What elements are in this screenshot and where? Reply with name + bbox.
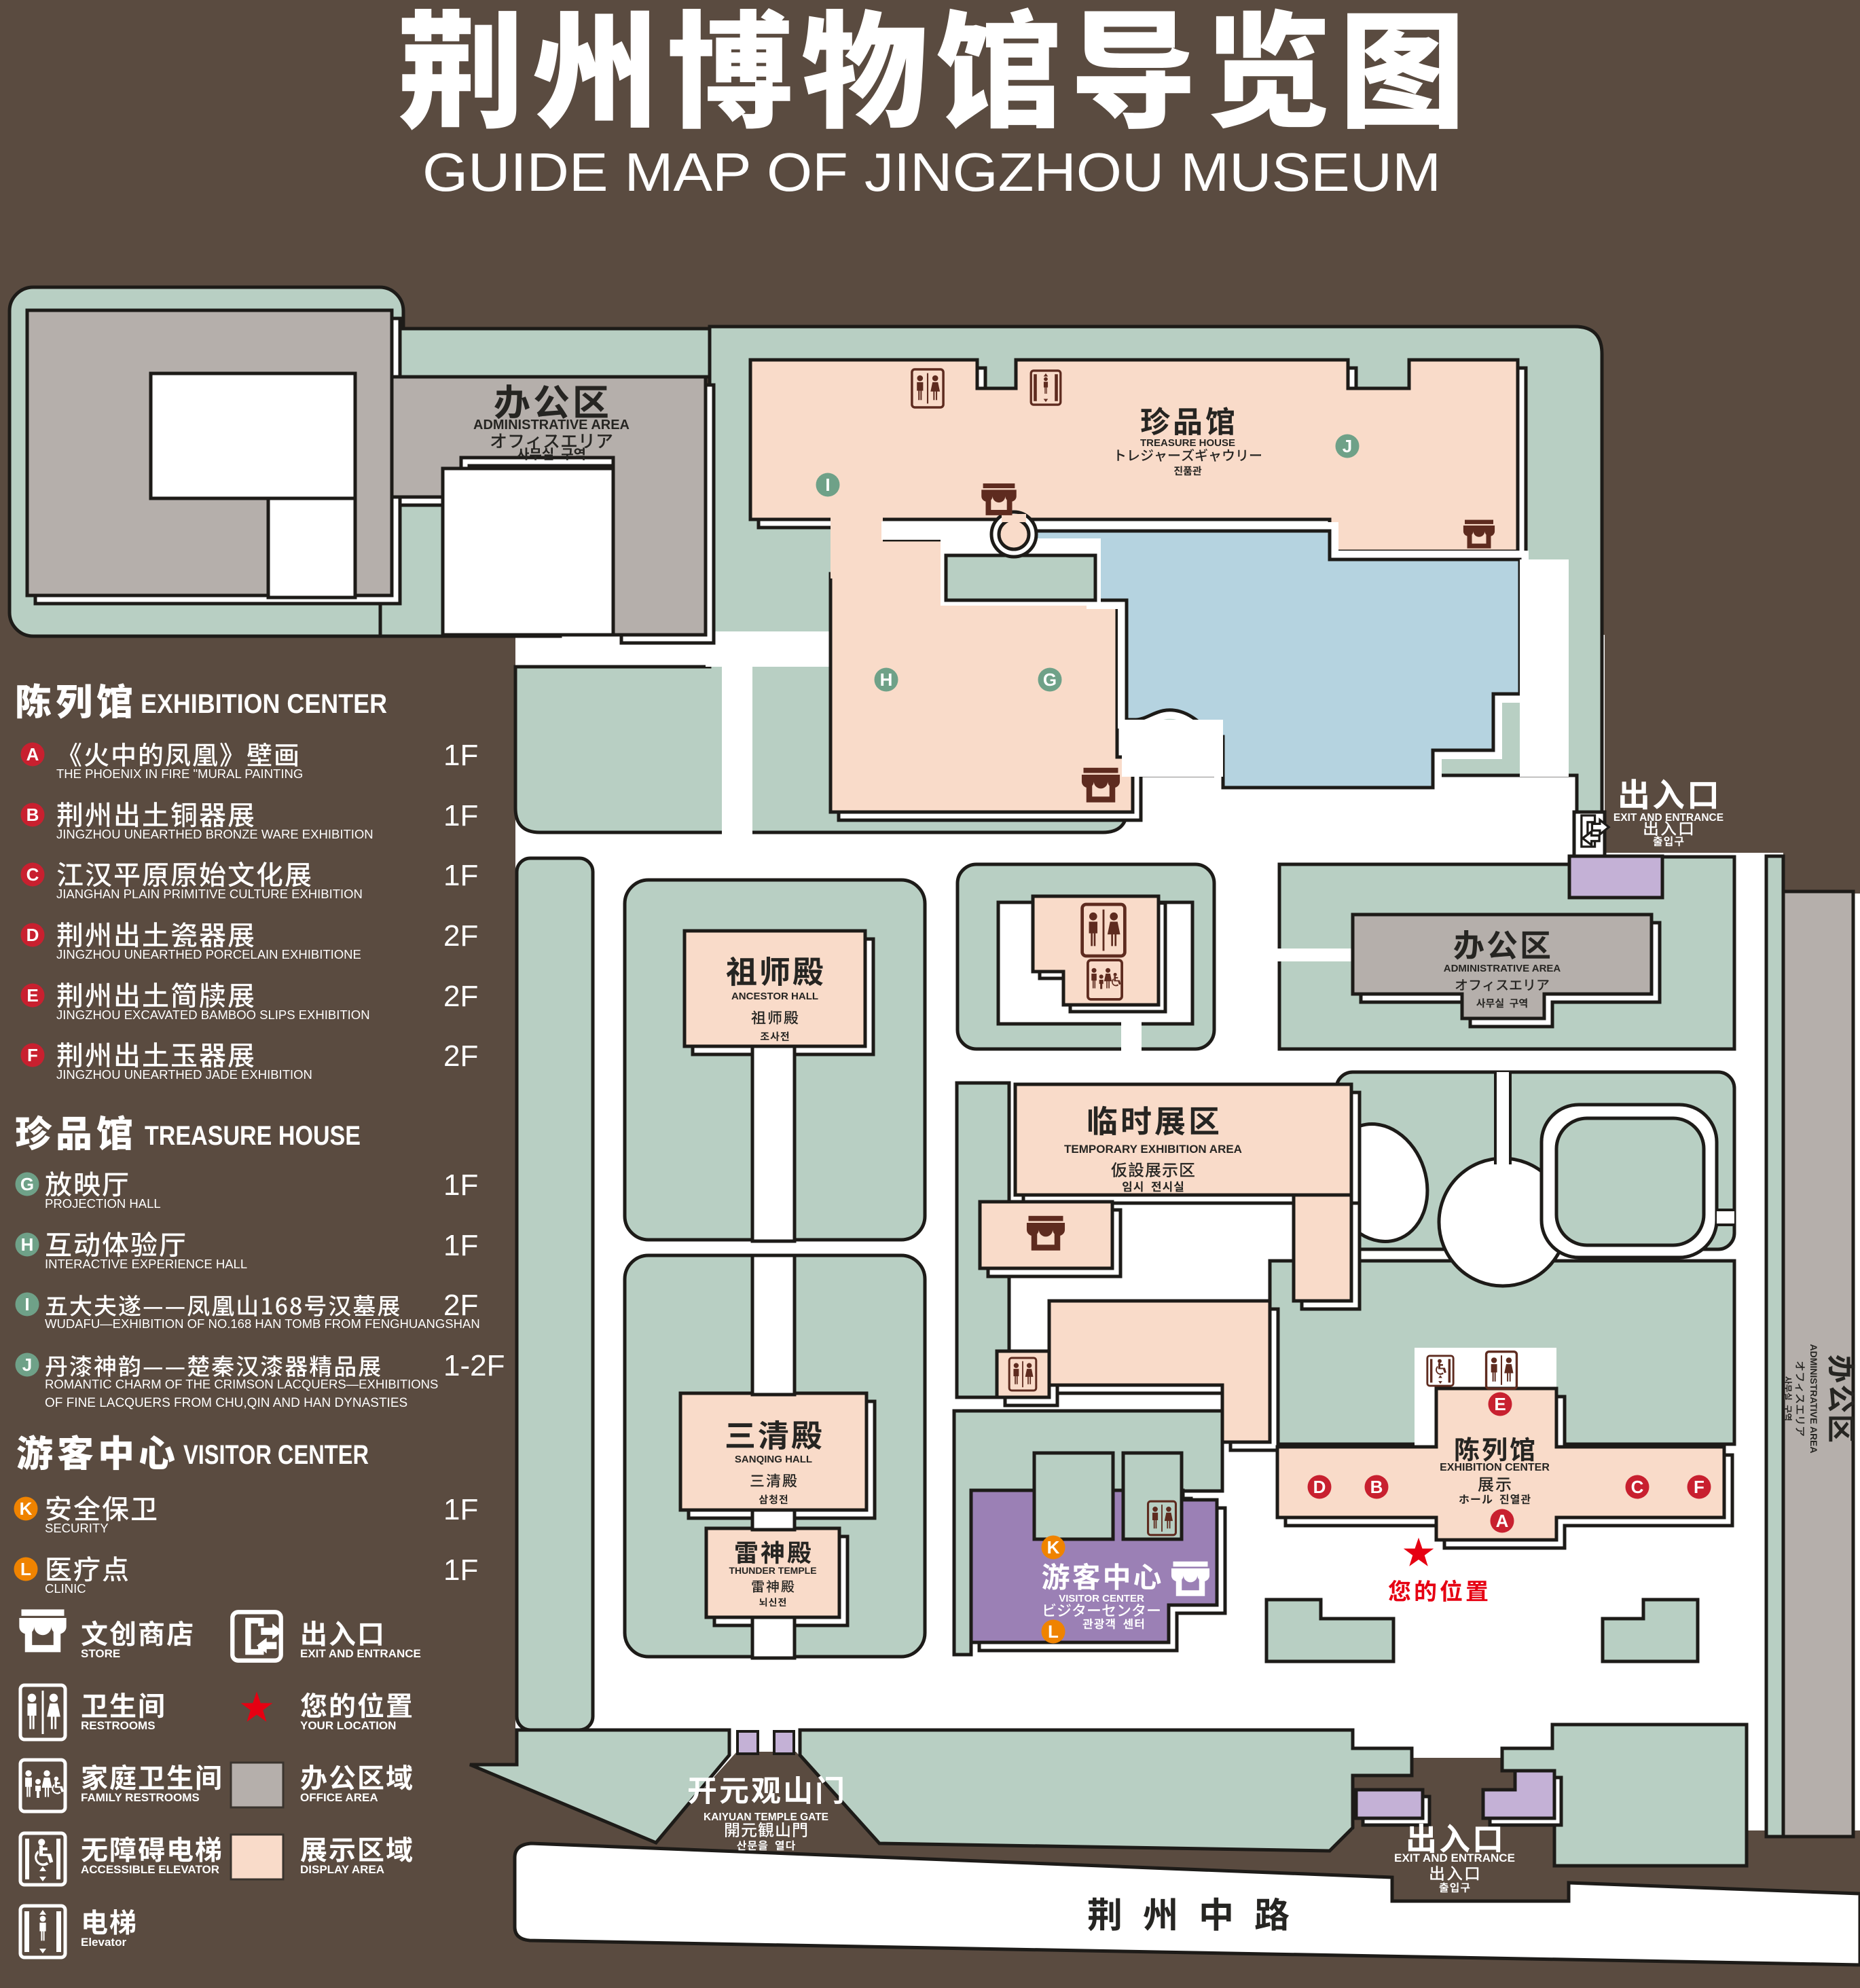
svg-text:VISITOR CENTER: VISITOR CENTER — [1059, 1593, 1144, 1604]
svg-text:WUDAFU—EXHIBITION OF NO.168 HA: WUDAFU—EXHIBITION OF NO.168 HAN TOMB FRO… — [45, 1317, 480, 1331]
svg-text:I: I — [24, 1294, 29, 1314]
svg-text:2F: 2F — [443, 1039, 478, 1073]
svg-text:1F: 1F — [443, 799, 478, 832]
svg-text:L: L — [20, 1559, 31, 1579]
svg-text:J: J — [22, 1355, 32, 1375]
svg-text:2F: 2F — [443, 919, 478, 953]
svg-text:D: D — [1313, 1477, 1326, 1497]
svg-text:G: G — [1043, 669, 1057, 690]
svg-text:SECURITY: SECURITY — [45, 1521, 109, 1535]
svg-text:F: F — [1694, 1477, 1704, 1497]
svg-text:1F: 1F — [443, 739, 478, 772]
svg-text:EXIT AND ENTRANCE: EXIT AND ENTRANCE — [1394, 1852, 1515, 1864]
svg-text:TREASURE HOUSE: TREASURE HOUSE — [145, 1121, 361, 1151]
svg-text:E: E — [1494, 1394, 1506, 1414]
svg-text:RESTROOMS: RESTROOMS — [81, 1719, 156, 1732]
svg-text:KAIYUAN TEMPLE GATE: KAIYUAN TEMPLE GATE — [704, 1811, 828, 1823]
svg-text:1F: 1F — [443, 1493, 478, 1526]
svg-text:OFFICE AREA: OFFICE AREA — [300, 1791, 378, 1804]
svg-text:B: B — [26, 805, 39, 825]
svg-text:H: H — [880, 669, 893, 690]
svg-text:1F: 1F — [443, 1229, 478, 1262]
svg-text:JINGZHOU UNEARTHED PORCELAIN E: JINGZHOU UNEARTHED PORCELAIN EXHIBITIONE — [56, 947, 361, 961]
svg-text:PROJECTION HALL: PROJECTION HALL — [45, 1196, 161, 1211]
svg-text:B: B — [1370, 1477, 1383, 1497]
svg-text:ADMINISTRATIVE AREA: ADMINISTRATIVE AREA — [1444, 963, 1561, 974]
svg-text:YOUR LOCATION: YOUR LOCATION — [300, 1719, 396, 1732]
svg-text:EXIT AND ENTRANCE: EXIT AND ENTRANCE — [1613, 812, 1724, 824]
svg-text:STORE: STORE — [81, 1647, 120, 1660]
svg-text:K: K — [1047, 1537, 1060, 1558]
svg-text:ROMANTIC CHARM OF THE CRIMSON: ROMANTIC CHARM OF THE CRIMSON LACQUERS—E… — [45, 1377, 438, 1391]
svg-text:JIANGHAN PLAIN PRIMITIVE CULTU: JIANGHAN PLAIN PRIMITIVE CULTURE EXHIBIT… — [56, 887, 363, 901]
svg-text:ACCESSIBLE ELEVATOR: ACCESSIBLE ELEVATOR — [81, 1863, 219, 1876]
svg-text:ADMINISTRATIVE AREA: ADMINISTRATIVE AREA — [473, 418, 630, 432]
svg-text:JINGZHOU UNEARTHED JADE EXHIBI: JINGZHOU UNEARTHED JADE EXHIBITION — [56, 1067, 312, 1082]
svg-text:2F: 2F — [443, 980, 478, 1013]
svg-text:JINGZHOU EXCAVATED BAMBOO SLIP: JINGZHOU EXCAVATED BAMBOO SLIPS EXHIBITI… — [56, 1008, 370, 1022]
svg-text:1F: 1F — [443, 1168, 478, 1202]
svg-text:TEMPORARY EXHIBITION AREA: TEMPORARY EXHIBITION AREA — [1064, 1143, 1242, 1156]
svg-text:EXHIBITION CENTER: EXHIBITION CENTER — [1440, 1462, 1550, 1473]
svg-text:2F: 2F — [443, 1289, 478, 1322]
svg-text:1F: 1F — [443, 859, 478, 892]
svg-text:A: A — [1496, 1511, 1509, 1531]
svg-text:FAMILY RESTROOMS: FAMILY RESTROOMS — [81, 1791, 200, 1804]
svg-text:F: F — [27, 1045, 38, 1065]
svg-text:C: C — [26, 864, 39, 885]
svg-text:CLINIC: CLINIC — [45, 1581, 86, 1596]
svg-text:OF FINE LACQUERS FROM CHU,QIN: OF FINE LACQUERS FROM CHU,QIN AND HAN DY… — [45, 1396, 407, 1410]
svg-text:A: A — [26, 744, 39, 765]
svg-text:THUNDER TEMPLE: THUNDER TEMPLE — [729, 1565, 816, 1576]
svg-text:1-2F: 1-2F — [443, 1349, 505, 1382]
svg-text:I: I — [825, 475, 830, 495]
svg-text:VISITOR CENTER: VISITOR CENTER — [183, 1440, 369, 1470]
svg-text:C: C — [1631, 1477, 1644, 1497]
svg-text:H: H — [21, 1234, 34, 1255]
svg-text:EXHIBITION CENTER: EXHIBITION CENTER — [141, 689, 387, 719]
svg-text:G: G — [20, 1174, 34, 1194]
svg-text:EXIT AND ENTRANCE: EXIT AND ENTRANCE — [300, 1647, 421, 1660]
svg-text:Elevator: Elevator — [81, 1936, 126, 1949]
svg-text:ANCESTOR HALL: ANCESTOR HALL — [731, 991, 818, 1002]
svg-text:ADMINISTRATIVE AREA: ADMINISTRATIVE AREA — [1808, 1344, 1819, 1454]
svg-text:GUIDE MAP OF JINGZHOU MUSEUM: GUIDE MAP OF JINGZHOU MUSEUM — [422, 142, 1441, 202]
svg-text:D: D — [26, 925, 39, 945]
svg-text:1F: 1F — [443, 1553, 478, 1587]
svg-text:J: J — [1343, 436, 1352, 456]
svg-text:JINGZHOU UNEARTHED BRONZE WARE: JINGZHOU UNEARTHED BRONZE WARE EXHIBITIO… — [56, 827, 373, 841]
svg-text:E: E — [26, 985, 38, 1006]
svg-text:SANQING HALL: SANQING HALL — [735, 1454, 812, 1465]
svg-text:TREASURE HOUSE: TREASURE HOUSE — [1140, 437, 1235, 449]
svg-text:THE PHOENIX IN FIRE "MURAL PAI: THE PHOENIX IN FIRE "MURAL PAINTING — [56, 767, 303, 781]
svg-text:K: K — [20, 1498, 33, 1519]
svg-text:INTERACTIVE EXPERIENCE HALL: INTERACTIVE EXPERIENCE HALL — [45, 1257, 247, 1271]
svg-text:DISPLAY AREA: DISPLAY AREA — [300, 1863, 384, 1876]
svg-text:L: L — [1048, 1621, 1059, 1642]
